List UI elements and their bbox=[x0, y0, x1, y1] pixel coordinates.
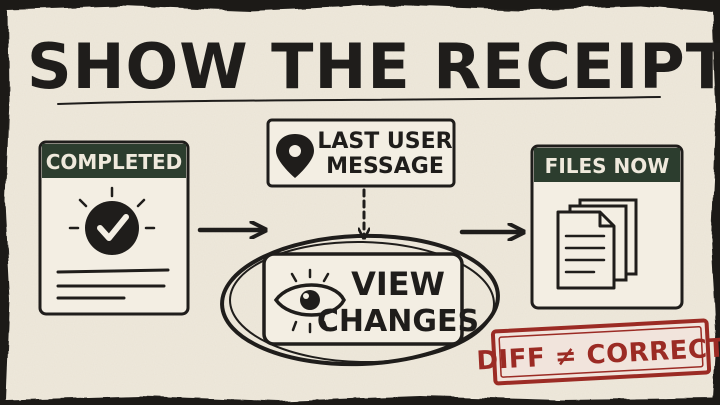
stamp: DIFF ≠ CORRECT bbox=[476, 318, 720, 386]
node-completed: COMPLETED bbox=[38, 140, 190, 316]
node-last-message-line1: LAST USER bbox=[317, 129, 452, 154]
node-view-changes: VIEW CHANGES bbox=[262, 252, 479, 346]
text-lines bbox=[56, 268, 170, 300]
check-circle-icon bbox=[68, 186, 156, 255]
page-title: SHOW THE RECEIPT bbox=[27, 30, 720, 103]
title-underline bbox=[57, 96, 661, 105]
node-completed-label: COMPLETED bbox=[46, 150, 183, 174]
eye-icon bbox=[273, 268, 346, 334]
node-last-message-line2: MESSAGE bbox=[326, 154, 444, 179]
node-files-now: FILES NOW bbox=[530, 144, 684, 310]
node-view-changes-line1: VIEW bbox=[351, 265, 445, 303]
highlight-ellipse bbox=[220, 233, 500, 367]
location-pin-icon bbox=[276, 134, 314, 178]
documents-icon bbox=[556, 198, 638, 290]
node-view-changes-line2: CHANGES bbox=[317, 304, 479, 339]
node-files-now-label: FILES NOW bbox=[545, 154, 670, 178]
node-last-message: LAST USER MESSAGE bbox=[266, 118, 456, 188]
